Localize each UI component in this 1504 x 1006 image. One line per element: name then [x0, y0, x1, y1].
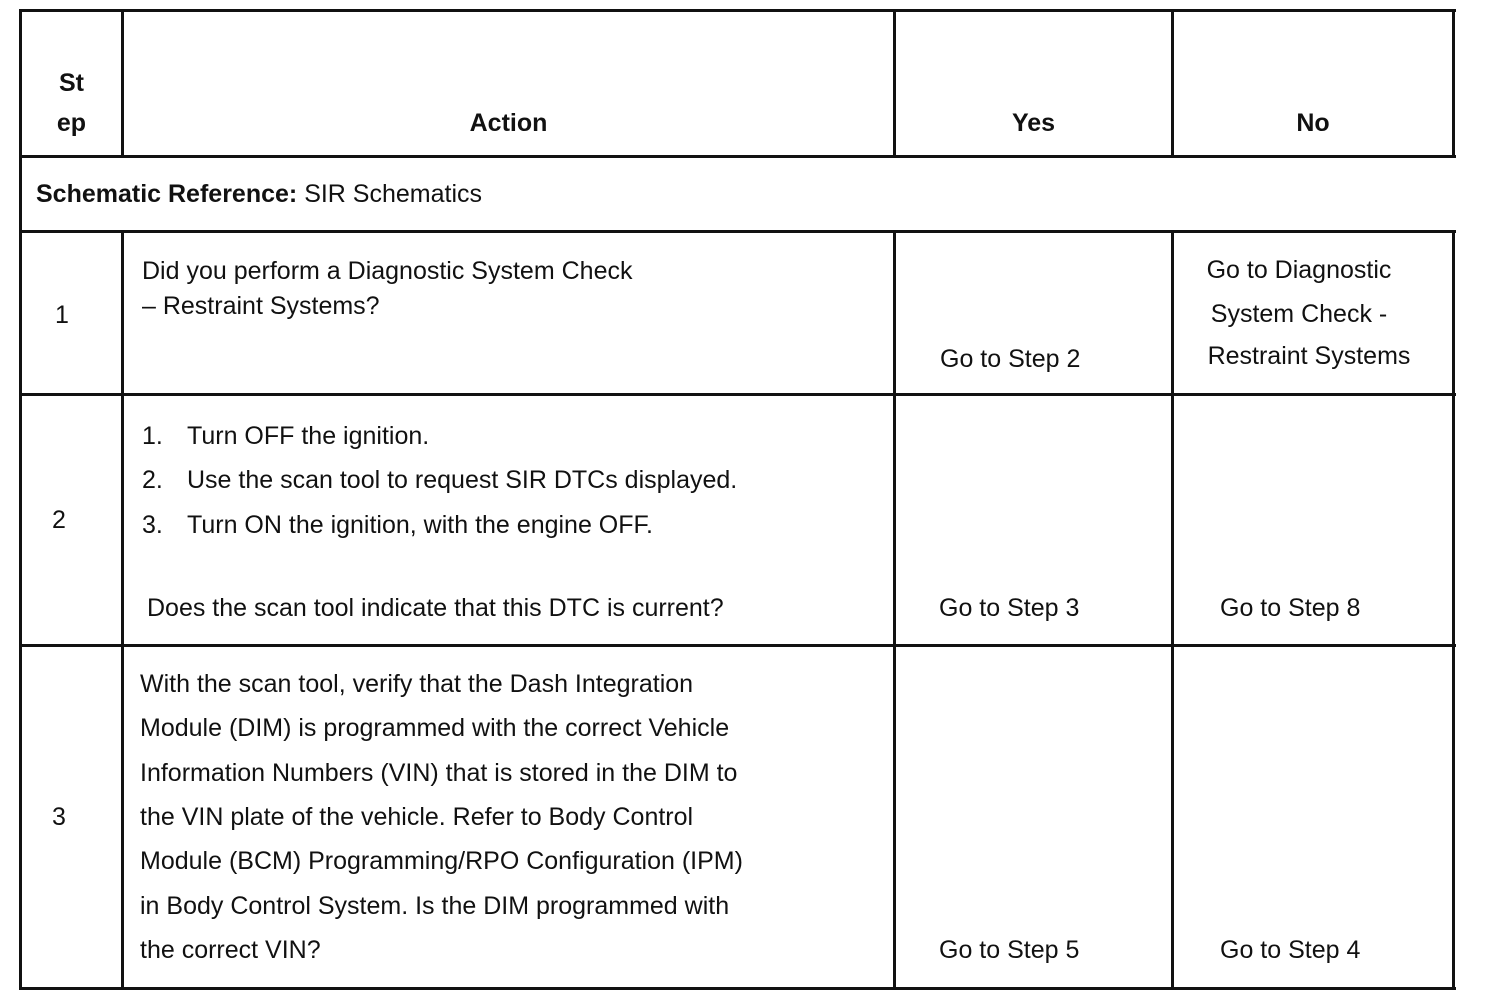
row-2-yes: Go to Step 3 [939, 594, 1080, 622]
row-1-no-line-1: Go to Diagnostic [1206, 256, 1392, 284]
row-3-action-line-1: With the scan tool, verify that the Dash… [140, 670, 694, 698]
row-3-action-line-4: the VIN plate of the vehicle. Refer to B… [140, 803, 694, 831]
table-border-bottom [19, 987, 1456, 990]
table-border-right [1452, 231, 1455, 989]
row-3-action-line-7: the correct VIN? [140, 936, 321, 964]
schematic-reference-value: SIR Schematics [304, 180, 483, 208]
header-no: No [1296, 109, 1330, 137]
row-2-list-num-1: 1. [142, 422, 163, 450]
row-1-yes: Go to Step 2 [940, 345, 1081, 373]
row-2-list-num-2: 2. [142, 466, 163, 494]
row-2-list-item-1: Turn OFF the ignition. [187, 422, 430, 450]
row-1-action-line-2: – Restraint Systems? [142, 292, 380, 320]
row-3-yes: Go to Step 5 [939, 936, 1080, 964]
table-border-right [1452, 9, 1455, 157]
row-2-question: Does the scan tool indicate that this DT… [147, 594, 724, 622]
row-2-list-num-3: 3. [142, 511, 163, 539]
schematic-divider [19, 230, 1456, 233]
col-divider-action [893, 9, 896, 157]
col-divider-step [121, 9, 124, 157]
header-yes: Yes [1011, 109, 1056, 137]
col-divider-action [893, 231, 896, 989]
header-action: Action [469, 109, 548, 137]
schematic-reference: Schematic Reference: SIR Schematics [36, 182, 482, 207]
row-3-step: 3 [52, 803, 66, 831]
row-1-no-line-3: Restraint Systems [1207, 342, 1411, 370]
row-2-step: 2 [52, 506, 66, 534]
row-3-action-line-5: Module (BCM) Programming/RPO Configurati… [140, 847, 743, 875]
row-3-action-line-2: Module (DIM) is programmed with the corr… [140, 714, 730, 742]
col-divider-yes [1171, 9, 1174, 157]
row-2-no: Go to Step 8 [1220, 594, 1361, 622]
row-1-step: 1 [55, 301, 69, 329]
header-step-line-2: ep [56, 109, 87, 137]
row-3-no: Go to Step 4 [1220, 936, 1361, 964]
table-border-top [19, 9, 1456, 12]
header-step-line-1: St [59, 69, 84, 97]
row-2-list-item-3: Turn ON the ignition, with the engine OF… [187, 511, 653, 539]
table-border-left [19, 9, 22, 990]
row-1-divider [19, 393, 1456, 396]
col-divider-step [121, 231, 124, 989]
row-1-action-line-1: Did you perform a Diagnostic System Chec… [142, 257, 633, 285]
diagnostic-table: St ep Action Yes No Schematic Reference:… [19, 9, 1456, 990]
row-3-action-line-3: Information Numbers (VIN) that is stored… [140, 759, 738, 787]
schematic-reference-label: Schematic Reference: [36, 180, 298, 208]
row-2-list-item-2: Use the scan tool to request SIR DTCs di… [187, 466, 738, 494]
row-2-divider [19, 644, 1456, 647]
row-3-action-line-6: in Body Control System. Is the DIM progr… [140, 892, 730, 920]
row-1-no-line-2: System Check - [1210, 300, 1388, 328]
col-divider-yes [1171, 231, 1174, 989]
header-divider [19, 155, 1456, 158]
